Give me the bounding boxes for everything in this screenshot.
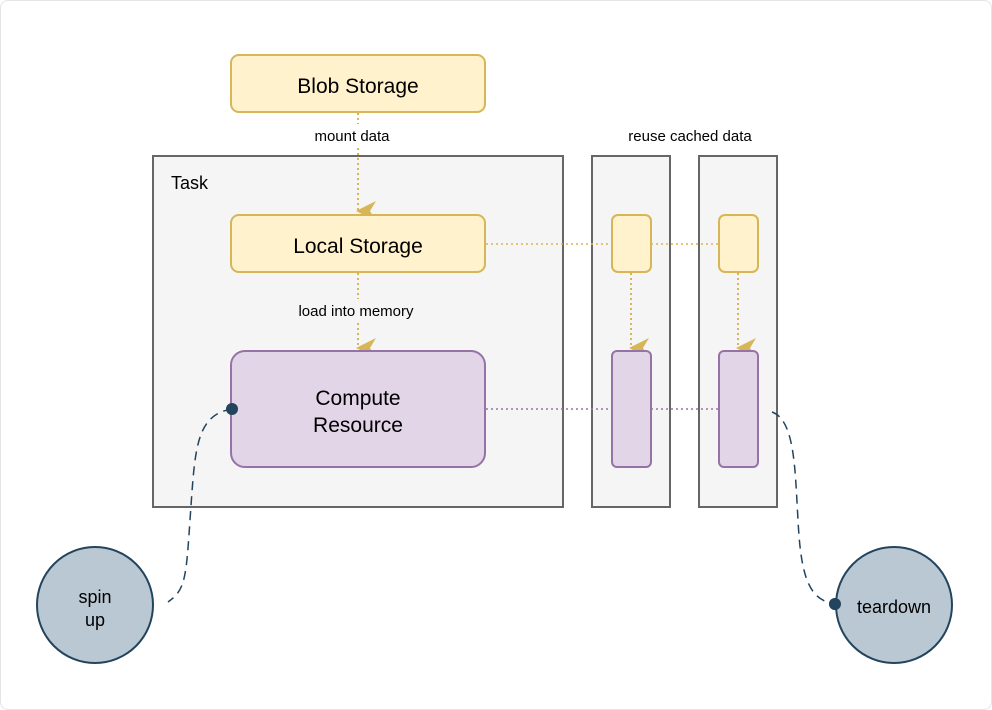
teardown-connector-dot-front <box>829 598 841 610</box>
spin-up-node[interactable] <box>36 546 154 664</box>
mount-data-label: mount data <box>314 128 390 145</box>
reused-compute-1[interactable] <box>611 350 652 468</box>
compute-label-line2: Resource <box>313 414 403 437</box>
cached-storage-1[interactable] <box>611 214 652 273</box>
teardown-edge <box>771 411 836 605</box>
spin-up-edge <box>167 408 233 603</box>
compute-label-line1: Compute <box>315 387 400 410</box>
local-storage-node[interactable] <box>230 214 486 273</box>
spin-up-connector-dot <box>226 403 238 415</box>
spin-up-label-line1: spin <box>78 587 111 607</box>
blob-storage-node[interactable] <box>230 54 486 113</box>
spin-up-label-line2: up <box>85 610 105 630</box>
mount-data-label-bg <box>300 124 416 146</box>
reuse-cached-data-label: reuse cached data <box>628 128 752 145</box>
blob-storage-label: Blob Storage <box>297 75 418 98</box>
teardown-label: teardown <box>857 597 931 617</box>
local-storage-label: Local Storage <box>293 235 423 258</box>
reused-compute-2[interactable] <box>718 350 759 468</box>
cached-storage-2[interactable] <box>718 214 759 273</box>
load-into-memory-label: load into memory <box>298 303 414 320</box>
load-label-bg <box>282 299 432 321</box>
task-label: Task <box>171 173 209 193</box>
